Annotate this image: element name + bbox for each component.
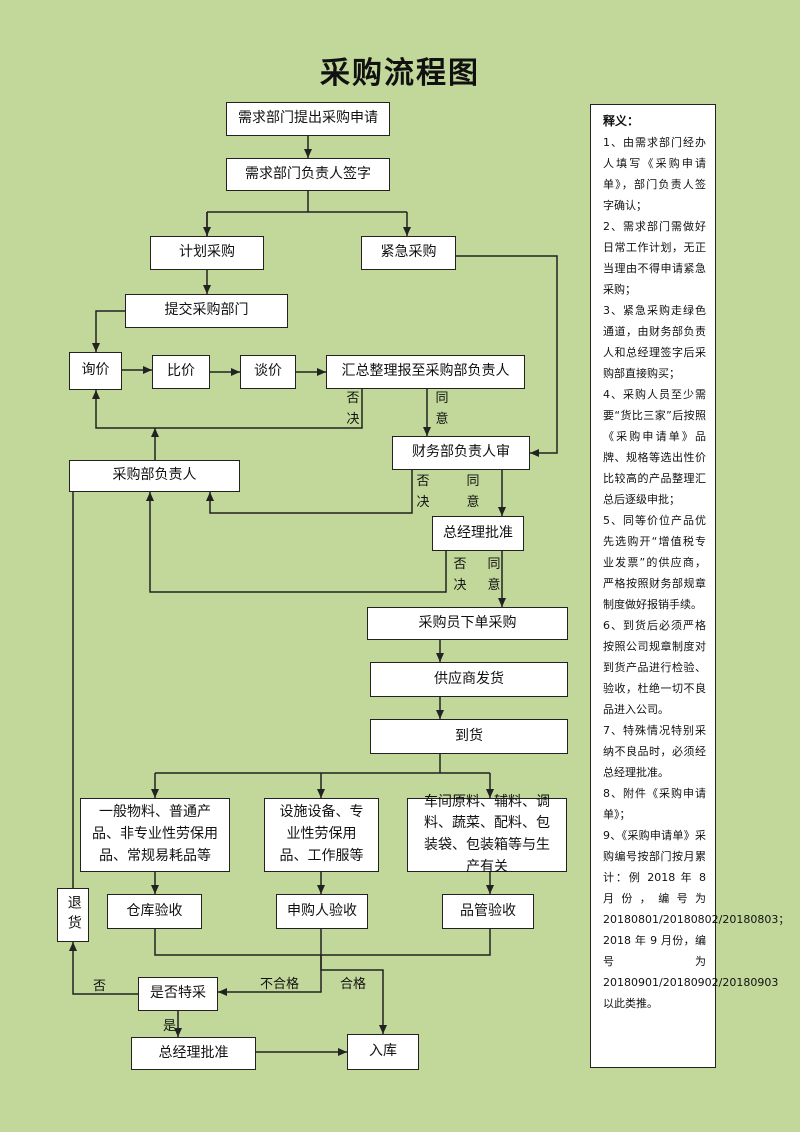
label-gm-deny: 否决 (453, 557, 467, 594)
node-purchase-head: 采购部负责人 (69, 460, 240, 492)
label-finance-agree: 同意 (466, 474, 480, 511)
label-summary-deny: 否决 (346, 391, 360, 428)
arrow-sign-split (206, 190, 407, 236)
node-plan: 计划采购 (150, 236, 264, 270)
label-special-yes: 是 (163, 1019, 177, 1034)
node-ship: 供应商发货 (370, 662, 568, 697)
node-order: 采购员下单采购 (367, 607, 568, 640)
node-category-equipment: 设施设备、专业性劳保用品、工作服等 (264, 798, 379, 872)
node-compare: 比价 (152, 355, 210, 389)
note-item: 4、采购人员至少需要“货比三家”后按照《采购申请单》品牌、规格等选出性价比较高的… (603, 388, 706, 506)
label-gm-agree: 同意 (487, 557, 501, 594)
notes-heading: 释义： (603, 114, 640, 128)
node-special-purchase: 是否特采 (138, 977, 218, 1011)
label-summary-agree: 同意 (435, 391, 449, 428)
notes-panel: 释义： 1、由需求部门经办人填写《采购申请单》，部门负责人签字确认； 2、需求部… (590, 104, 790, 1068)
node-sign: 需求部门负责人签字 (226, 158, 390, 191)
node-apply: 需求部门提出采购申请 (226, 102, 390, 136)
node-urgent: 紧急采购 (361, 236, 456, 270)
arrow-finance-deny (206, 470, 413, 514)
node-return: 退货 (57, 888, 89, 942)
node-summary: 汇总整理报至采购部负责人 (326, 355, 525, 389)
note-item: 5、同等价位产品优先选购开“增值税专业发票”的供应商，严格按照财务部规章制度做好… (603, 514, 706, 611)
arrow-urgent-finance (456, 255, 558, 457)
label-fail: 不合格 (260, 977, 300, 992)
node-gm-approve-special: 总经理批准 (131, 1037, 256, 1070)
node-category-production: 车间原料、辅料、调料、蔬菜、配料、包装袋、包装箱等与生产有关 (407, 794, 567, 875)
node-check-requester: 申购人验收 (276, 894, 368, 929)
node-negotiate: 谈价 (240, 355, 296, 389)
node-arrive: 到货 (370, 719, 568, 754)
note-item: 6、到货后必须严格按照公司规章制度对到货产品进行检验、验收，杜绝一切不良品进入公… (603, 619, 706, 716)
note-item: 8、附件《采购申请单》； (603, 787, 706, 821)
label-special-no: 否 (93, 979, 107, 994)
node-check-warehouse: 仓库验收 (107, 894, 202, 929)
arrow-summary-deny (92, 388, 363, 429)
node-store: 入库 (347, 1034, 419, 1070)
note-item: 3、紧急采购走绿色通道，由财务部负责人和总经理签字后采购部直接购买； (603, 304, 706, 380)
node-category-general: 一般物料、普通产品、非专业性劳保用品、常规易耗品等 (80, 798, 230, 872)
node-inquiry: 询价 (69, 352, 122, 390)
note-item: 9、《采购申请单》采购编号按部门按月累计：例 2018 年 8 月份，编号为 2… (603, 829, 790, 1010)
arrow-gm-deny (146, 492, 447, 593)
arrow-special-return (69, 942, 138, 995)
label-pass: 合格 (340, 977, 367, 992)
arrow-pass-store (320, 955, 387, 1034)
note-item: 7、特殊情况特别采纳不良品时，必须经总经理批准。 (603, 724, 706, 779)
node-check-qc: 品管验收 (442, 894, 534, 929)
label-finance-deny: 否决 (416, 474, 430, 511)
page-title: 采购流程图 (320, 56, 480, 91)
arrow-submit-inquiry (92, 310, 125, 352)
note-item: 1、由需求部门经办人填写《采购申请单》，部门负责人签字确认； (603, 136, 706, 212)
node-gm-approve: 总经理批准 (432, 516, 524, 551)
node-submit: 提交采购部门 (125, 294, 288, 328)
note-item: 2、需求部门需做好日常工作计划，无正当理由不得申请紧急采购； (603, 220, 706, 296)
node-finance: 财务部负责人审 (392, 436, 530, 470)
